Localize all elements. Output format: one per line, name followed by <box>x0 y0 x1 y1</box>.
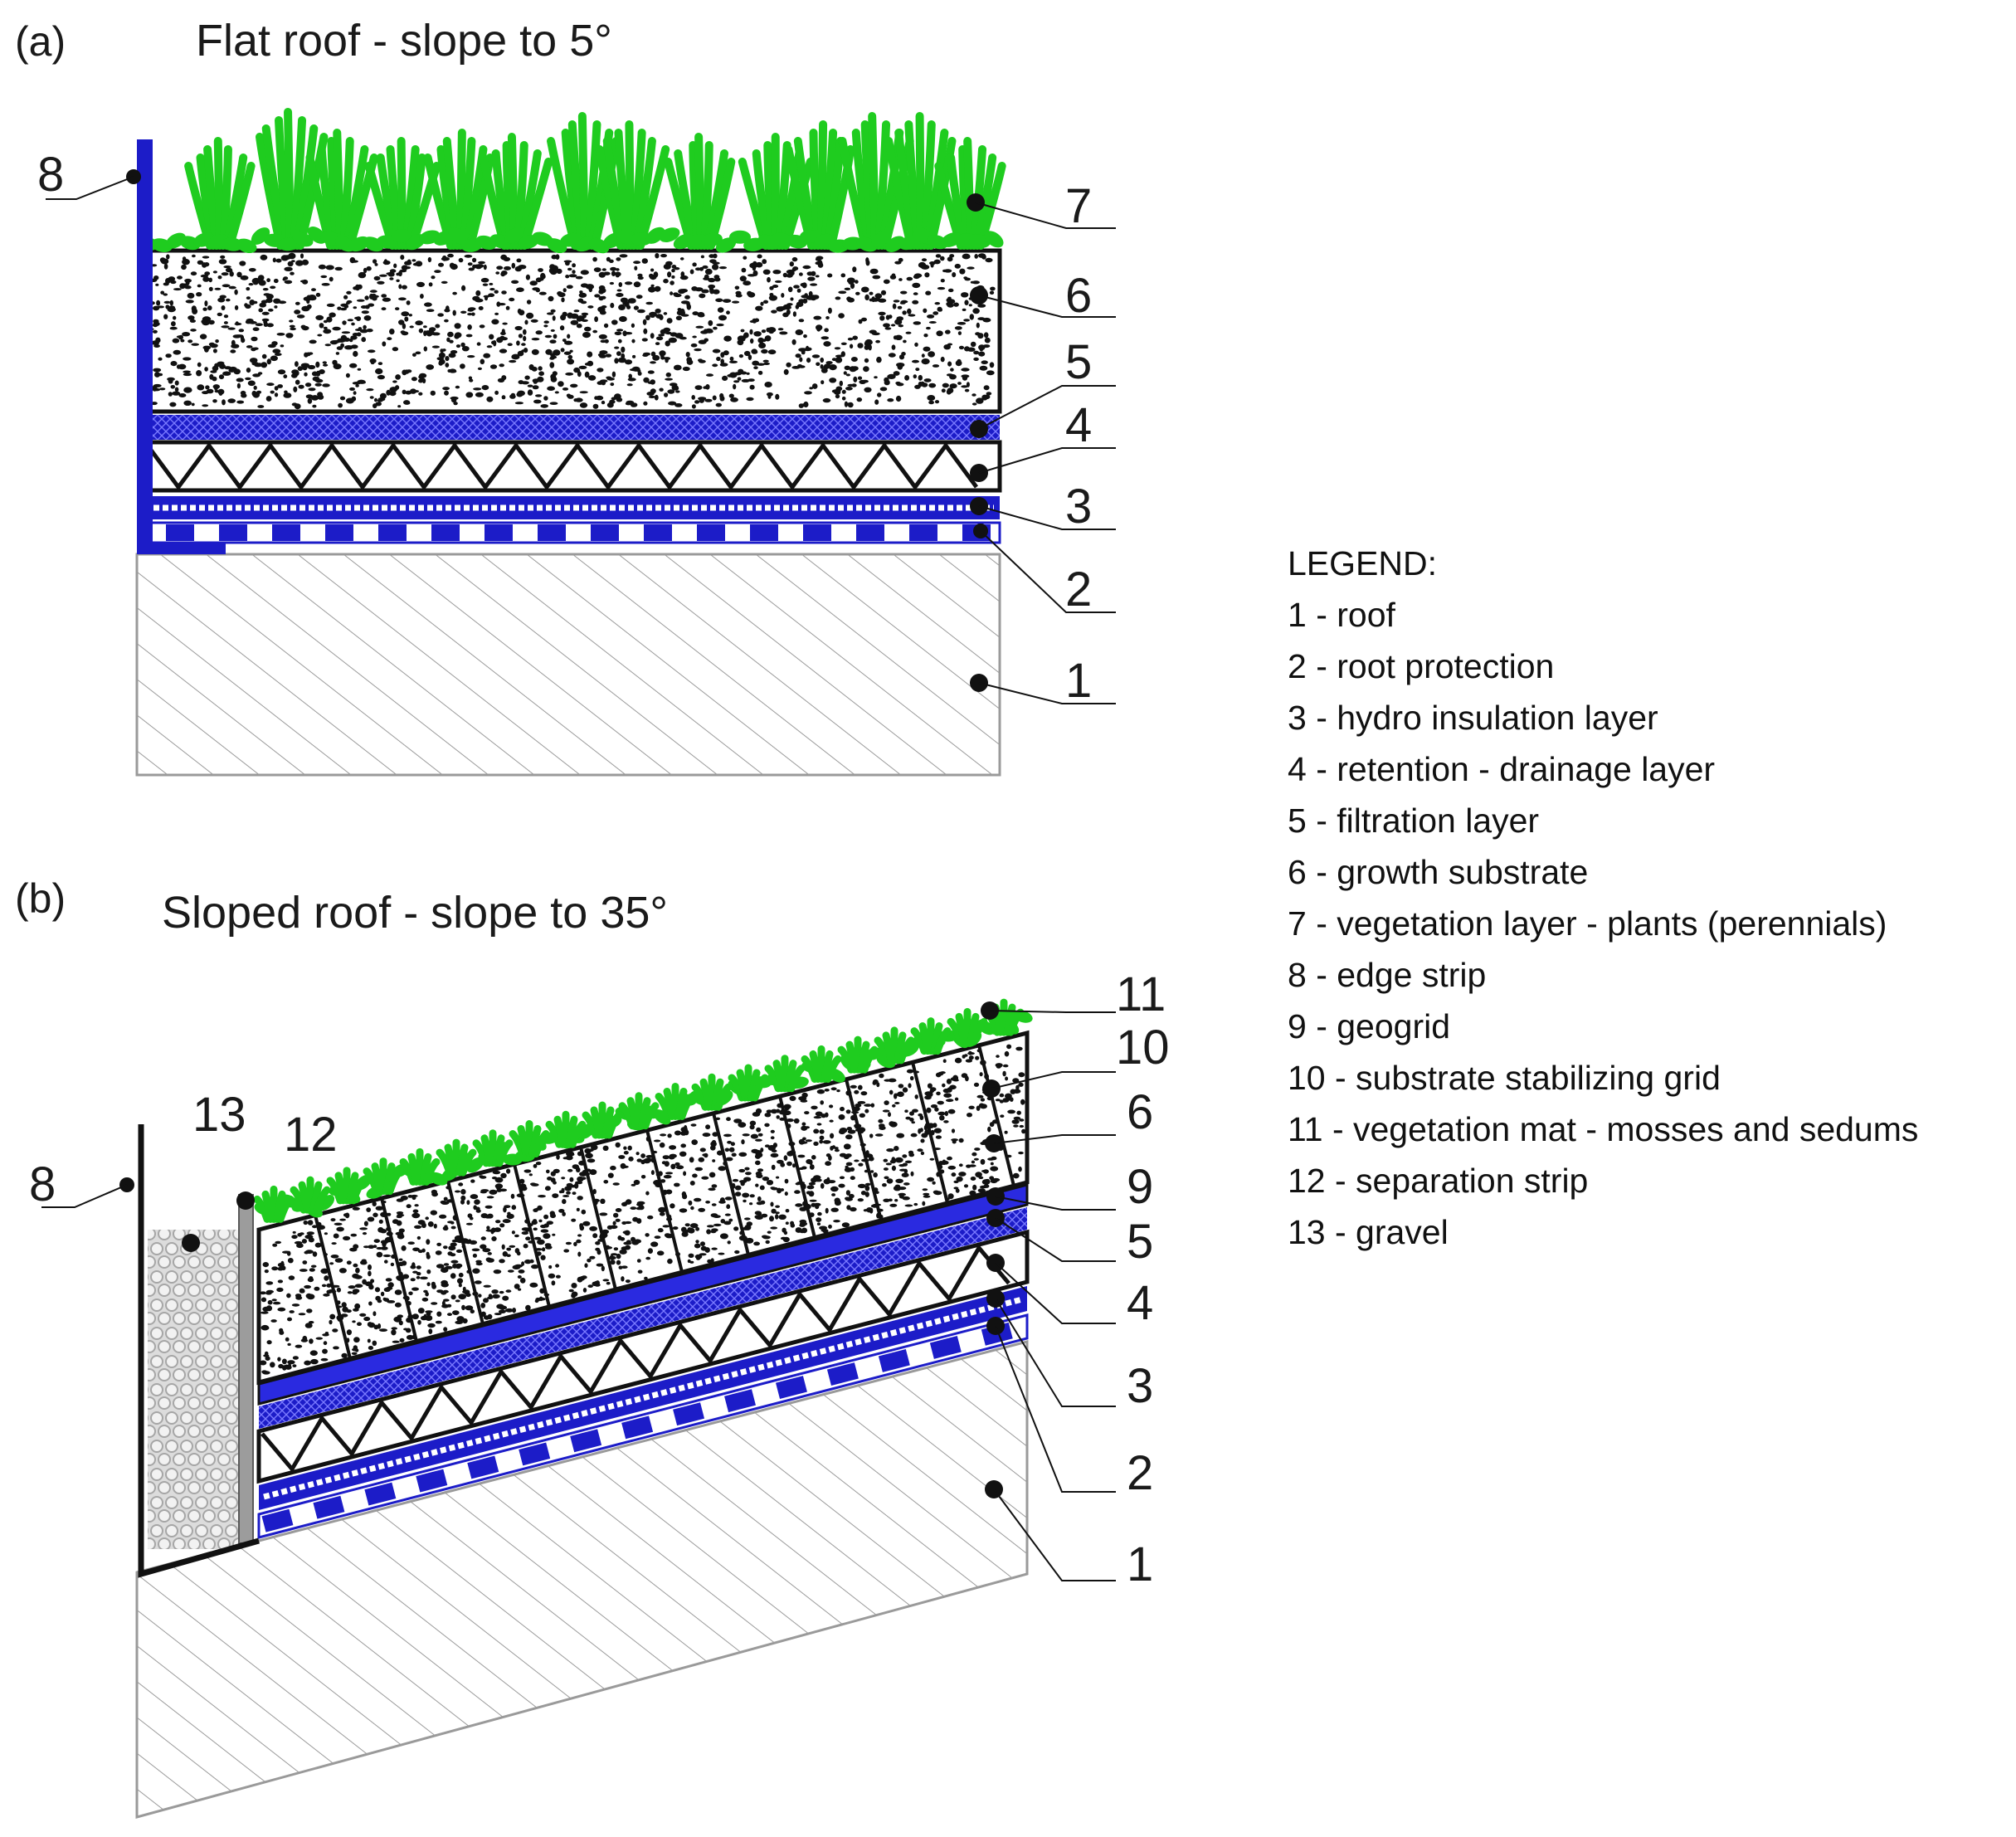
b-separation-strip <box>238 1194 254 1544</box>
b-growth-substrate <box>256 1030 1030 1386</box>
a-root-protection-layer <box>144 521 1001 544</box>
a-callout-4: 4 <box>1065 398 1092 452</box>
b-edge-strip <box>138 1124 260 1578</box>
a-edge-strip <box>137 139 226 554</box>
a-callout-8: 8 <box>37 148 64 202</box>
b-callout-13: 13 <box>192 1088 246 1142</box>
b-callout-10: 10 <box>1116 1021 1170 1074</box>
a-hydro-insulation-layer <box>145 496 1000 519</box>
b-vegetation-mat <box>253 998 1033 1223</box>
a-callout-7: 7 <box>1065 179 1092 233</box>
b-callout-6: 6 <box>1127 1085 1153 1139</box>
b-callout-5: 5 <box>1127 1215 1153 1269</box>
legend-item: 4 - retention - drainage layer <box>1288 750 1716 788</box>
a-drainage-layer <box>143 440 1002 493</box>
b-leader-lines <box>41 1010 1116 1581</box>
b-drainage-layer <box>256 1229 1030 1484</box>
b-callout-2: 2 <box>1127 1446 1153 1500</box>
a-filtration-layer <box>145 415 1000 440</box>
b-callout-1: 1 <box>1127 1537 1153 1591</box>
b-callout-4: 4 <box>1127 1276 1153 1330</box>
legend-item: 7 - vegetation layer - plants (perennial… <box>1288 904 1887 943</box>
a-callout-1: 1 <box>1065 654 1092 708</box>
legend-item: 11 - vegetation mat - mosses and sedums <box>1288 1110 1919 1148</box>
b-callout-8: 8 <box>29 1157 56 1211</box>
legend-item: 6 - growth substrate <box>1288 853 1589 891</box>
panel-b-title: Sloped roof - slope to 35° <box>162 888 668 938</box>
legend-item: 3 - hydro insulation layer <box>1288 699 1658 737</box>
a-roof-slab <box>135 553 1001 777</box>
b-substrate-stabilizing-grid <box>314 1045 1015 1359</box>
b-root-protection-layer <box>257 1313 1029 1539</box>
a-callout-2: 2 <box>1065 563 1092 616</box>
a-callout-6: 6 <box>1065 269 1092 323</box>
a-callout-5: 5 <box>1065 335 1092 389</box>
a-leader-lines <box>46 176 1116 704</box>
panel-b: (b) Sloped roof - slope to 35° <box>15 875 1170 1819</box>
panel-a-tag: (a) <box>15 18 66 65</box>
b-callout-12: 12 <box>284 1108 338 1162</box>
b-callout-11: 11 <box>1116 967 1166 1021</box>
a-vegetation-layer <box>137 108 1006 254</box>
b-gravel-fill <box>148 1230 241 1549</box>
legend-item: 2 - root protection <box>1288 647 1555 685</box>
legend-list: 1 - roof 2 - root protection 3 - hydro i… <box>1288 589 2001 1258</box>
legend-item: 8 - edge strip <box>1288 956 1487 994</box>
legend: LEGEND: 1 - roof 2 - root protection 3 -… <box>1288 538 2001 1258</box>
panel-a-title: Flat roof - slope to 5° <box>196 16 612 66</box>
legend-item: 1 - roof <box>1288 596 1395 634</box>
a-growth-substrate <box>143 248 1002 414</box>
legend-item: 12 - separation strip <box>1288 1162 1589 1200</box>
legend-title: LEGEND: <box>1288 544 1437 582</box>
panel-a: (a) Flat roof - slope to 5° <box>15 16 1116 777</box>
b-geogrid-layer <box>257 1183 1029 1406</box>
panel-b-tag: (b) <box>15 875 66 922</box>
b-callout-9: 9 <box>1127 1160 1153 1214</box>
legend-item: 10 - substrate stabilizing grid <box>1288 1059 1721 1097</box>
legend-item: 13 - gravel <box>1288 1213 1449 1251</box>
b-callout-3: 3 <box>1127 1359 1153 1413</box>
legend-item: 9 - geogrid <box>1288 1007 1451 1045</box>
b-filtration-layer <box>259 1207 1027 1429</box>
a-callout-3: 3 <box>1065 480 1092 534</box>
legend-item: 5 - filtration layer <box>1288 802 1540 840</box>
b-hydro-insulation-layer <box>259 1286 1027 1510</box>
